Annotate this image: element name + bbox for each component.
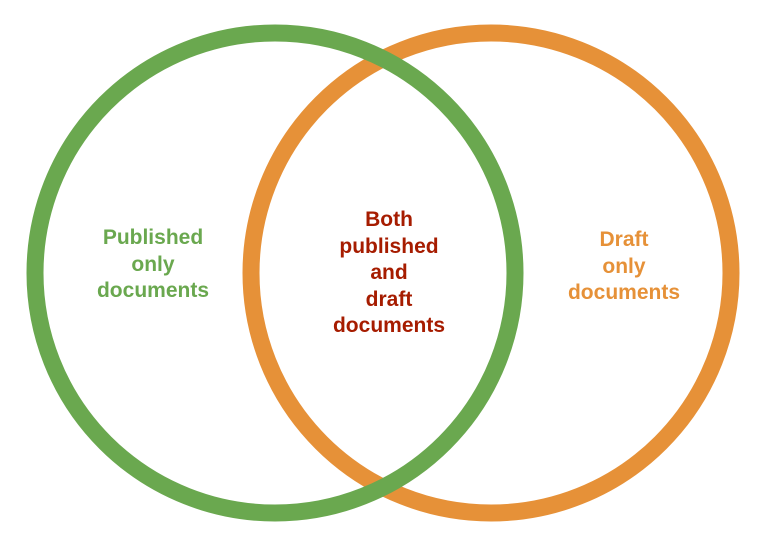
published-only-label-line: Published xyxy=(102,226,204,249)
published-only-label-line: only xyxy=(131,252,175,276)
intersection-label-line: and xyxy=(370,261,408,284)
intersection-label-line: Both xyxy=(365,208,413,231)
draft-only-label-line: only xyxy=(602,254,646,278)
published-circle xyxy=(26,24,524,522)
published-only-label: Published only documents xyxy=(58,225,248,305)
draft-only-label-line: Draft xyxy=(599,228,649,251)
intersection-label-line: published xyxy=(339,234,439,258)
draft-circle xyxy=(242,24,740,522)
published-only-label-line: documents xyxy=(96,279,209,302)
intersection-label-line: draft xyxy=(365,287,413,311)
intersection-label-line: documents xyxy=(332,314,445,337)
draft-only-label-line: documents xyxy=(567,281,680,304)
intersection-label: Both published and draft documents xyxy=(294,207,484,340)
draft-only-label: Draft only documents xyxy=(529,227,719,307)
